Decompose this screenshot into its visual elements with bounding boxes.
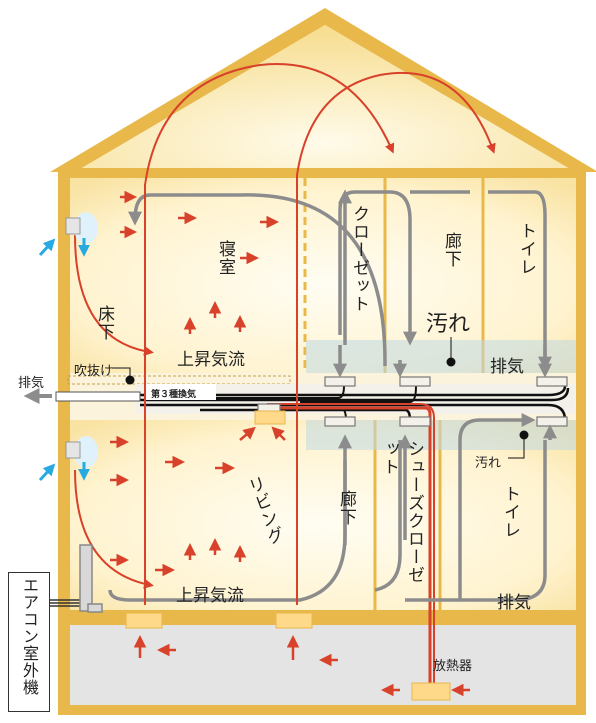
label-radiator: 放熱器 <box>433 659 473 674</box>
outdoor-unit-box: エアコン室外機 <box>8 572 50 712</box>
roof <box>50 8 596 172</box>
label-shoes-closet: シューズクローゼット <box>379 440 424 584</box>
label-exhaust-upper: 排気 <box>490 357 524 377</box>
label-floor-under: 床下 <box>94 305 114 341</box>
label-rising-air-lower: 上昇気流 <box>176 586 244 606</box>
vent-registers <box>257 376 568 427</box>
label-outdoor-unit: エアコン室外機 <box>20 577 39 696</box>
outdoor-unit-piping <box>50 544 103 613</box>
label-corridor-lower: 廊下 <box>336 490 356 526</box>
label-dirty-upper: 汚れ <box>426 312 471 337</box>
label-corridor-upper: 廊下 <box>441 232 461 268</box>
air-conditioner-lower <box>38 436 98 482</box>
label-exhaust-lower: 排気 <box>497 593 531 613</box>
warm-outlets <box>125 410 451 701</box>
warm-airflow <box>74 63 496 605</box>
label-toilet-upper: トイレ <box>516 222 536 276</box>
label-dirty-lower: 汚れ <box>475 456 502 471</box>
partitions <box>303 178 485 610</box>
label-toilet-lower: トイレ <box>500 485 520 539</box>
label-closet-upper: クローゼット <box>349 205 369 313</box>
circulation-flow <box>108 189 557 602</box>
dirt-leaders <box>112 337 525 459</box>
label-void: 吹抜け <box>74 364 114 379</box>
heating-pipe <box>266 403 435 688</box>
label-bedroom: 寝室 <box>215 240 235 276</box>
warm-arrow-markers <box>110 190 470 697</box>
label-ventilation-type: 第３種換気 <box>151 390 197 400</box>
label-rising-air-upper: 上昇気流 <box>177 350 245 370</box>
label-exhaust-left: 排気 <box>18 376 45 391</box>
air-conditioner-upper <box>38 212 98 257</box>
